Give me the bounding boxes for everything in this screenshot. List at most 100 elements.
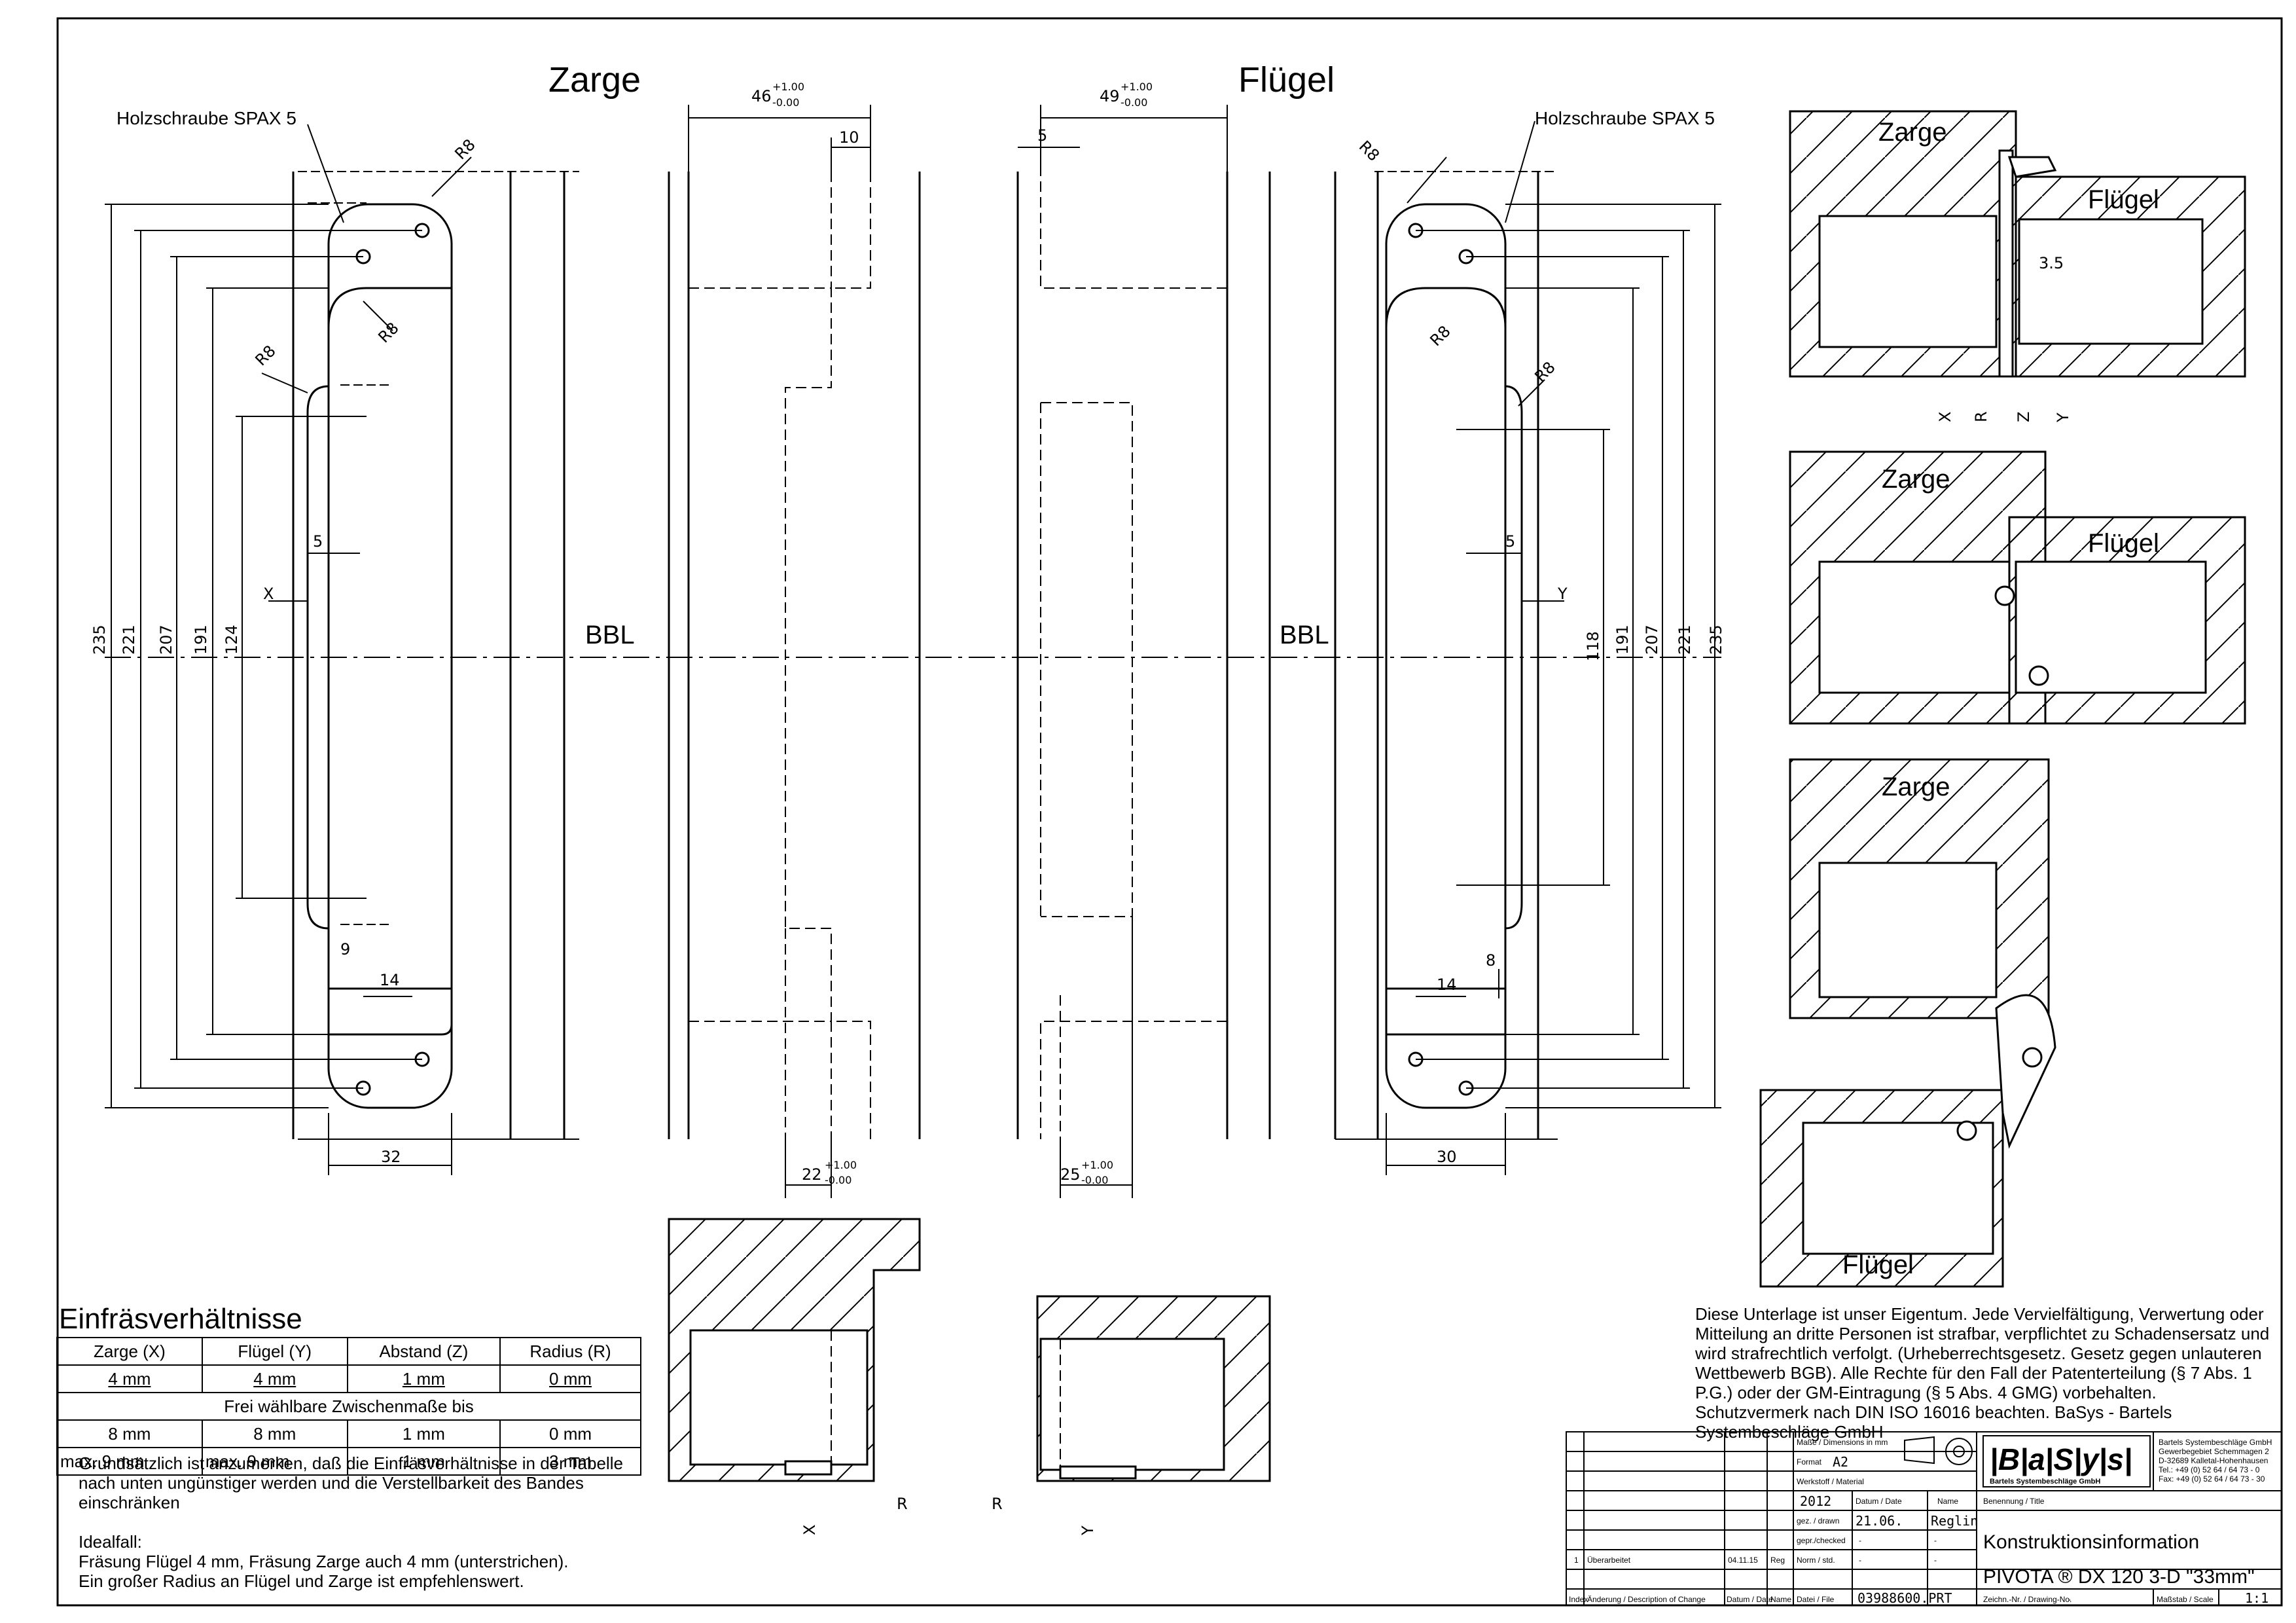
remark-general: Grundsätzlich ist anzumerken, daß die Ei…	[79, 1453, 623, 1512]
section3-fluegel-label: Flügel	[1842, 1250, 1914, 1279]
tb-change-label: Änderung / Description of Change	[1587, 1595, 1706, 1604]
fluegel-dim-207: 207	[1643, 625, 1661, 655]
tb-logo-sub: Bartels Systembeschläge GmbH	[1990, 1478, 2100, 1486]
tb-title-label: Benennung / Title	[1983, 1497, 2045, 1506]
tb-norm-label: Norm / std.	[1797, 1556, 1835, 1565]
table-row-ideal: 4 mm 4 mm 1 mm 0 mm	[56, 1364, 641, 1393]
tb-rev-name: Reg	[1770, 1556, 1785, 1565]
zarge-radius-left: R8	[251, 342, 279, 369]
remark-ideal-title: Idealfall:	[79, 1532, 142, 1552]
remark-ideal-line1: Fräsung Flügel 4 mm, Fräsung Zarge auch …	[79, 1552, 569, 1571]
table-cell: 3 mm	[499, 1447, 641, 1476]
fluegel-side-view	[1016, 172, 1271, 1139]
tb-format-value: A2	[1833, 1454, 1848, 1470]
table-cell: 8 mm	[56, 1419, 203, 1448]
fluegel-front-view	[1334, 172, 1539, 1139]
section2-zarge-label: Zarge	[1882, 465, 1950, 494]
header-fluegel: Flügel (Y)	[201, 1337, 348, 1366]
title-block	[1566, 1431, 2282, 1606]
header-radius: Radius (R)	[499, 1337, 641, 1366]
table-cell: 4 mm	[56, 1364, 203, 1393]
tb-rev-name-label: Name	[1770, 1595, 1791, 1604]
fluegel-dim-191: 191	[1613, 625, 1632, 655]
tb-company-tel: Tel.: +49 (0) 52 64 / 64 73 - 0	[2159, 1465, 2260, 1474]
fluegel-side-bottom-tol-minus: -0.00	[1081, 1174, 1108, 1186]
section-open-view	[1759, 758, 2056, 1288]
tb-date-label: Datum / Date	[1856, 1497, 1902, 1506]
fluegel-dim-30: 30	[1437, 1148, 1457, 1166]
einfraes-table: Zarge (X) Flügel (Y) Abstand (Z) Radius …	[56, 1337, 641, 1476]
table-cell: 0 mm	[499, 1364, 641, 1393]
fluegel-side-dims	[1018, 105, 1228, 1198]
fluegel-dim-8: 8	[1486, 951, 1496, 970]
fluegel-radius-top: R8	[1355, 137, 1383, 164]
tb-checked-dash: -	[1859, 1536, 1861, 1545]
fluegel-dim-14: 14	[1437, 976, 1457, 994]
zarge-side-bottom-tol-plus: +1.00	[825, 1159, 857, 1171]
table-cell: 1 mm	[346, 1364, 501, 1393]
tb-index-label: Index	[1569, 1595, 1588, 1604]
zarge-side-dim-46: 46	[751, 87, 772, 105]
tb-file-label: Datei / File	[1797, 1595, 1835, 1604]
table-subheading: Frei wählbare Zwischenmaße bis	[56, 1392, 641, 1421]
zarge-dim-14: 14	[380, 971, 400, 989]
table-cell: max. 9 mm	[56, 1447, 203, 1476]
header-abstand: Abstand (Z)	[346, 1337, 501, 1366]
legal-notice: Diese Unterlage ist unser Eigentum. Jede…	[1695, 1304, 2270, 1442]
einfraes-table-section: Einfräsverhältnisse Zarge (X) Flügel (Y)…	[56, 1303, 641, 1476]
zarge-cross-section	[668, 1218, 921, 1482]
tb-title-line1: Konstruktionsinformation	[1983, 1531, 2199, 1553]
table-header-row: Zarge (X) Flügel (Y) Abstand (Z) Radius …	[56, 1337, 641, 1366]
section1-r: R	[1972, 411, 1990, 422]
fluegel-cross-r: R	[992, 1495, 1003, 1513]
fluegel-side-dim-49: 49	[1100, 87, 1120, 105]
zarge-screw-label: Holzschraube SPAX 5	[117, 108, 296, 128]
fluegel-side-tol-minus: -0.00	[1121, 96, 1147, 109]
fluegel-dim-5: 5	[1505, 532, 1515, 551]
table-cell: 4 mm	[201, 1364, 348, 1393]
tb-material-label: Werkstoff / Material	[1797, 1477, 1864, 1486]
bbl-label-right: BBL	[1280, 621, 1329, 649]
fluegel-dim-118: 118	[1584, 631, 1602, 661]
tb-drawn-name: Reglin	[1931, 1513, 1978, 1529]
zarge-view-title: Zarge	[548, 60, 641, 100]
remark-ideal-line2: Ein großer Radius an Flügel und Zarge is…	[79, 1571, 524, 1591]
zarge-front-view	[292, 172, 565, 1139]
tb-title-line2: PIVOTA ® DX 120 3-D "33mm"	[1983, 1566, 2255, 1588]
tb-format-label: Format	[1797, 1457, 1822, 1467]
fluegel-dim-235: 235	[1707, 625, 1725, 655]
tb-logo: |B|a|S|y|s|	[1990, 1442, 2132, 1476]
section3-zarge-label: Zarge	[1882, 773, 1950, 801]
fluegel-side-bottom-tol-plus: +1.00	[1081, 1159, 1113, 1171]
tb-dimensions-label: Maße / Dimensions in mm	[1797, 1438, 1888, 1447]
tb-rev-index: 1	[1574, 1556, 1579, 1565]
zarge-side-dim-10: 10	[839, 128, 859, 147]
zarge-dimension-lines	[105, 124, 579, 1175]
fluegel-side-dim-5: 5	[1037, 126, 1047, 145]
zarge-side-bottom-tol-minus: -0.00	[825, 1174, 852, 1186]
zarge-side-dim-22: 22	[802, 1165, 822, 1184]
zarge-dim-124: 124	[223, 625, 241, 655]
zarge-dim-x: X	[263, 585, 274, 603]
tb-drawing-no: -	[2068, 1595, 2071, 1604]
tb-drawn-label: gez. / drawn	[1797, 1516, 1839, 1525]
header-zarge: Zarge (X)	[56, 1337, 203, 1366]
fluegel-view-title: Flügel	[1238, 60, 1335, 100]
fluegel-radius-right: R8	[1531, 358, 1558, 386]
zarge-radius-top: R8	[451, 136, 478, 163]
zarge-cross-r: R	[897, 1495, 908, 1513]
tb-checked-label: gepr./checked	[1797, 1536, 1846, 1545]
section1-fluegel-label: Flügel	[2088, 185, 2159, 214]
zarge-radius-mid: R8	[374, 319, 402, 346]
fluegel-side-dim-25: 25	[1060, 1165, 1081, 1184]
table-row: max. 9 mm max. 9 mm 1 mm 3 mm	[56, 1447, 641, 1476]
zarge-dim-9: 9	[340, 940, 350, 958]
zarge-side-view	[668, 172, 921, 1139]
tb-name-label: Name	[1937, 1497, 1958, 1506]
section1-zarge-label: Zarge	[1878, 118, 1947, 147]
tb-scale-label: Maßstab / Scale	[2157, 1595, 2214, 1604]
fluegel-radius-mid: R8	[1426, 322, 1454, 350]
tb-company-line3: D-32689 Kalletal-Hohenhausen	[2159, 1456, 2268, 1465]
table-cell: 0 mm	[499, 1419, 641, 1448]
